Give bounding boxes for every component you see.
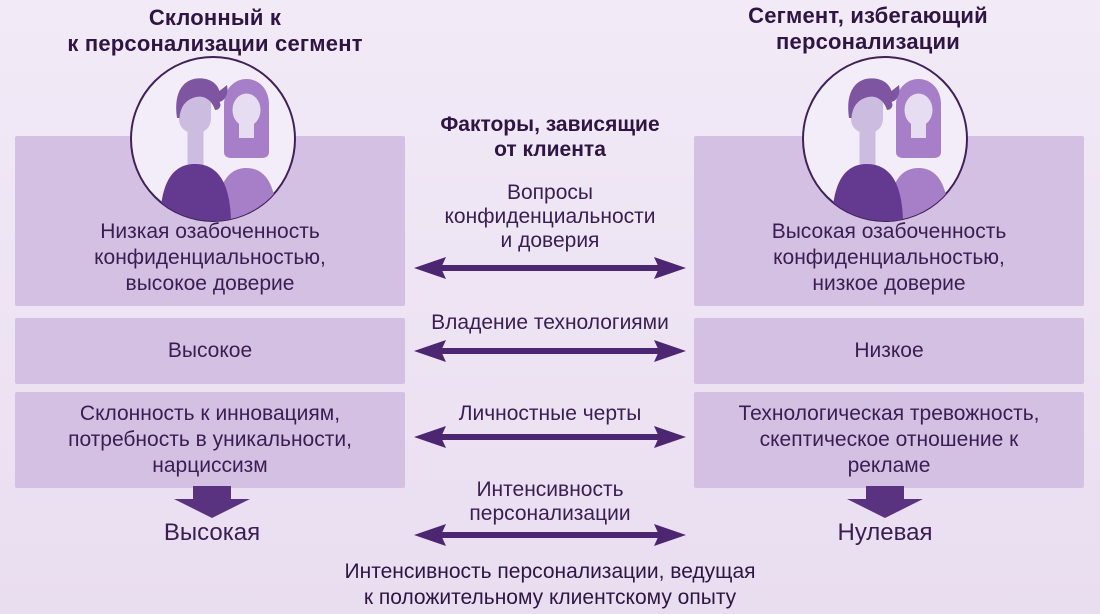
right-segment-title: Сегмент, избегающий персонализации: [748, 3, 988, 54]
right-privacy-trust-text: Высокая озабоченность конфиденциальность…: [771, 220, 1007, 295]
factor-privacy-trust-label: Вопросы конфиденциальности и доверия: [444, 181, 656, 252]
down-arrow-icon: [847, 486, 923, 518]
right-intensity-label: Нулевая: [837, 519, 933, 546]
left-privacy-trust-text: Низкая озабоченность конфиденциальностью…: [94, 220, 326, 295]
left-tech-ownership-box: Высокое: [15, 318, 405, 384]
factor-tech-ownership-label: Владение технологиями: [431, 311, 669, 334]
bottom-caption: Интенсивность персонализации, ведущая к …: [344, 560, 756, 609]
factor-personality-label: Личностные черты: [458, 402, 642, 425]
right-personality-text: Технологическая тревожность, скептическо…: [738, 402, 1040, 477]
left-personality-text: Склонность к инновациям, потребность в у…: [68, 402, 352, 477]
double-arrow-icon: [414, 424, 686, 450]
double-arrow-icon: [414, 338, 686, 364]
center-header: Факторы, зависящие от клиента: [440, 113, 660, 161]
factor-intensity-label: Интенсивность персонализации: [469, 478, 631, 525]
couple-icon: [127, 53, 299, 225]
right-tech-ownership-text: Низкое: [854, 339, 924, 362]
double-arrow-icon: [414, 522, 686, 548]
down-arrow-icon: [174, 486, 250, 518]
left-tech-ownership-text: Высокое: [167, 339, 253, 362]
right-personality-box: Технологическая тревожность, скептическо…: [694, 392, 1084, 488]
left-intensity-label: Высокая: [163, 519, 261, 546]
left-segment-title: Склонный к к персонализации сегмент: [67, 5, 363, 56]
double-arrow-icon: [414, 255, 686, 281]
couple-icon: [799, 53, 971, 225]
right-tech-ownership-box: Низкое: [694, 318, 1084, 384]
left-personality-box: Склонность к инновациям, потребность в у…: [15, 392, 405, 488]
